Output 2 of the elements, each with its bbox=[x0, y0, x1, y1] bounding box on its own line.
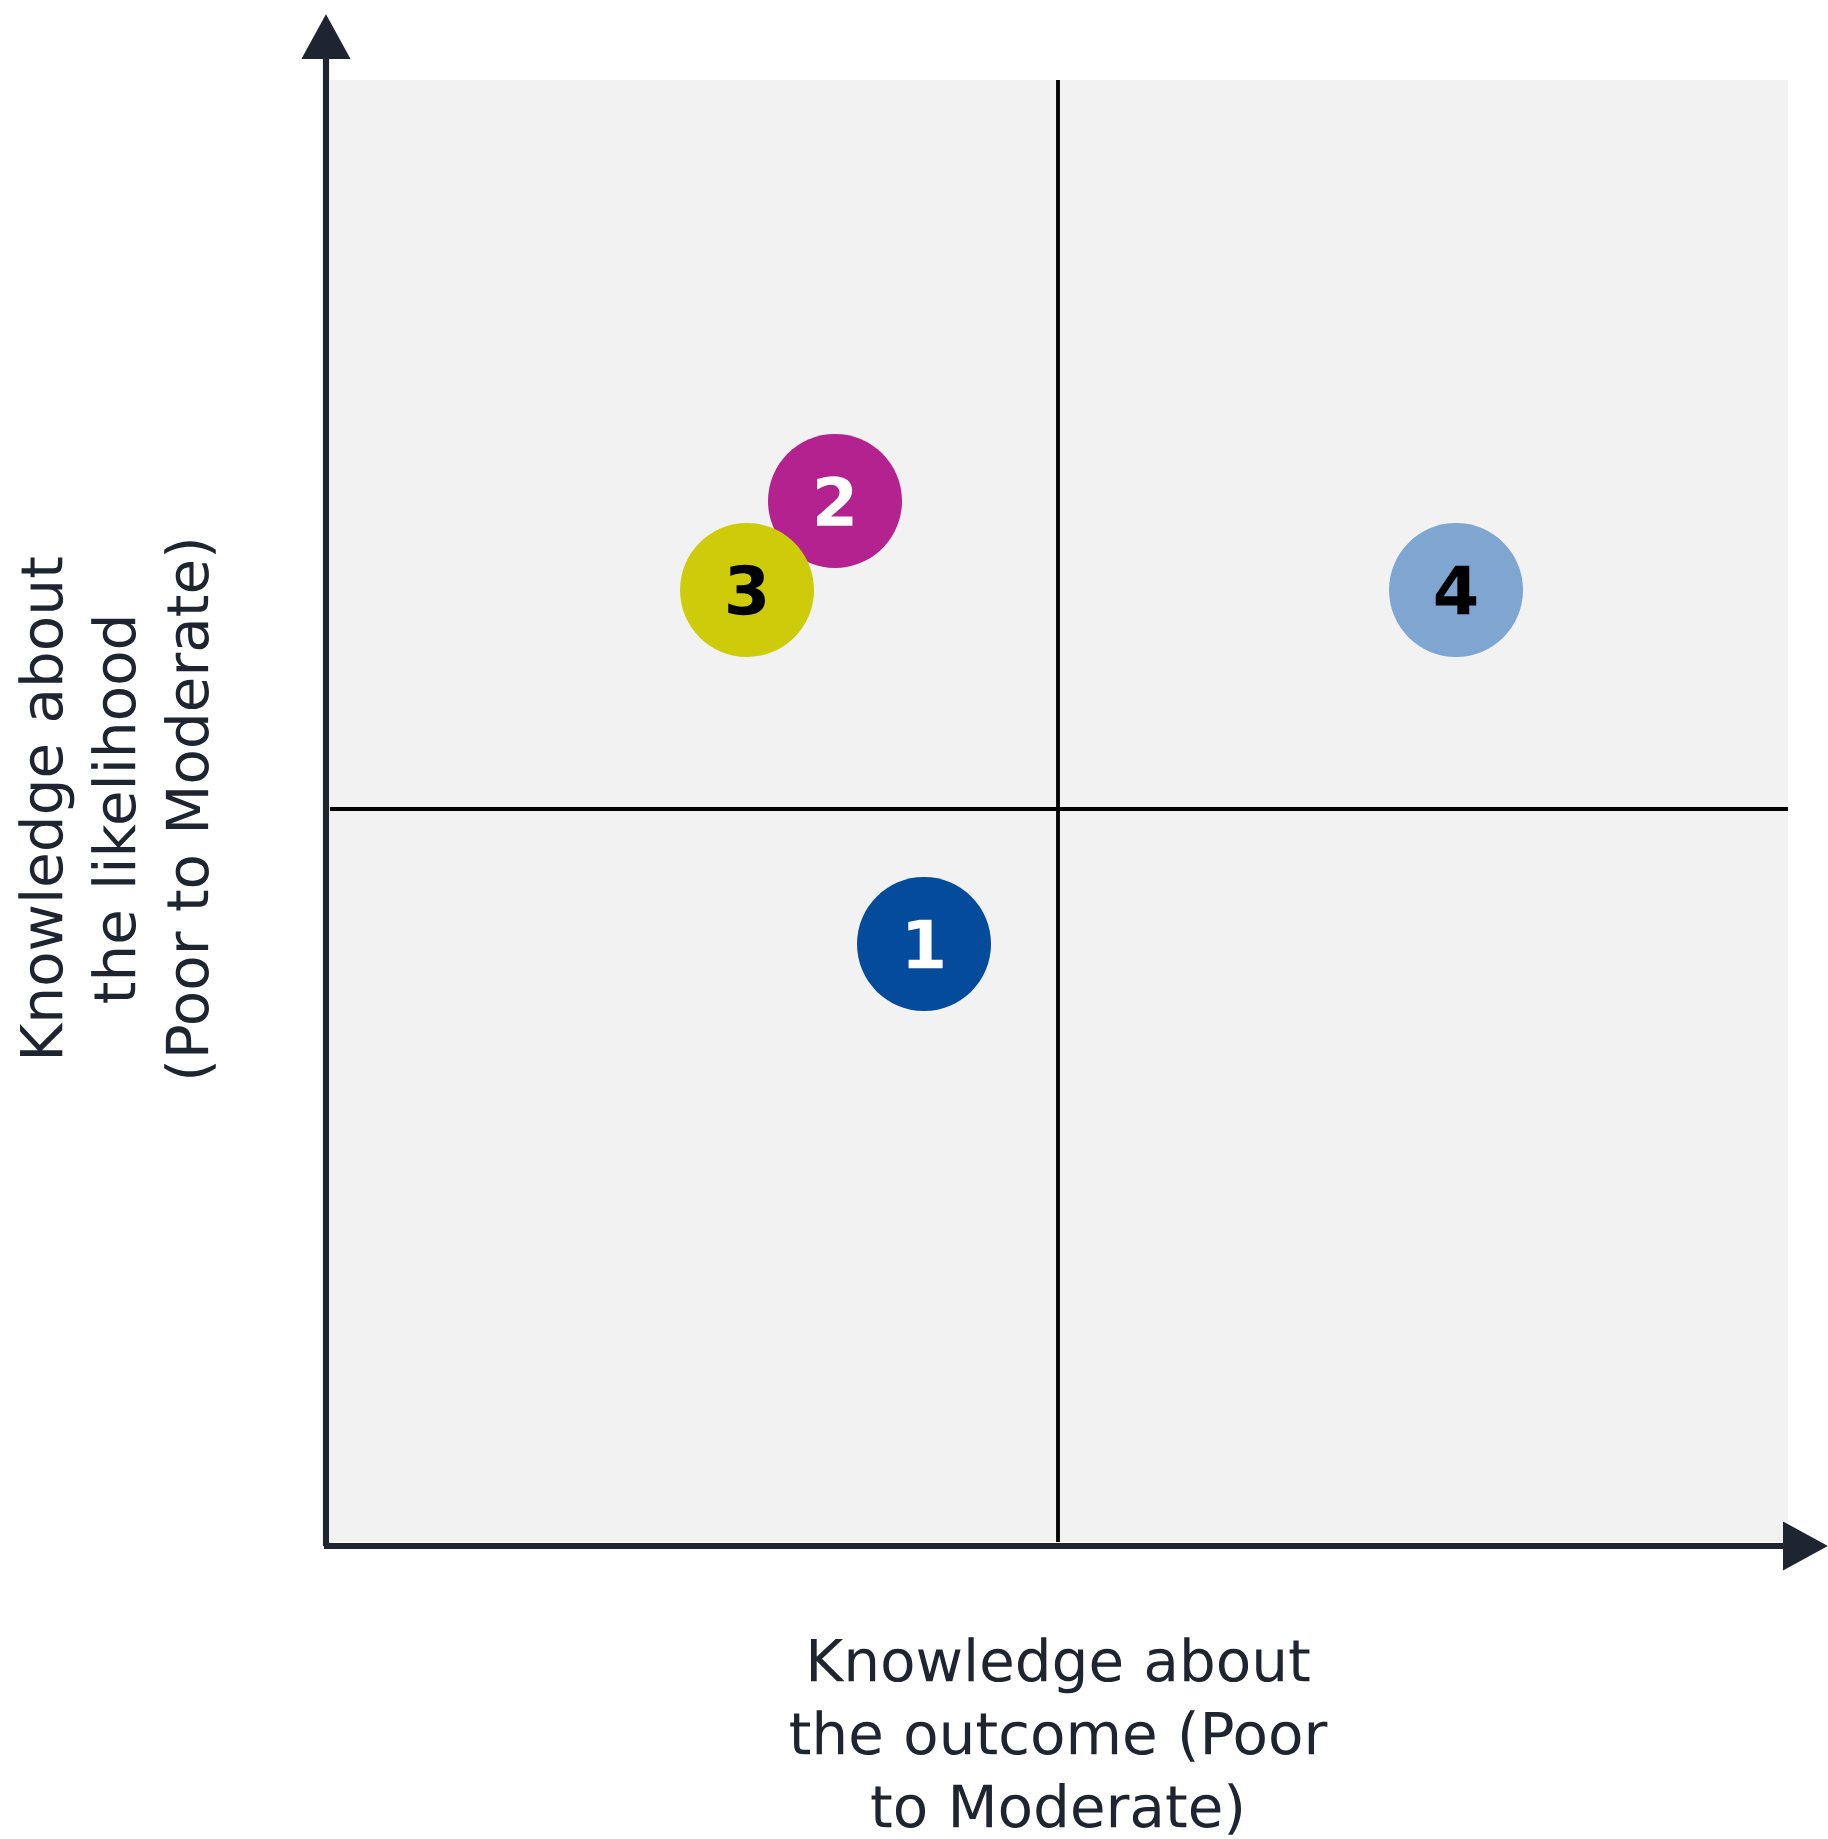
axis-title: Knowledge about the outcome (Poor to Moderate) bbox=[790, 1637, 1328, 1835]
axis-title: Knowledge about the likelihood (Poor to Moderate) bbox=[18, 541, 216, 1077]
